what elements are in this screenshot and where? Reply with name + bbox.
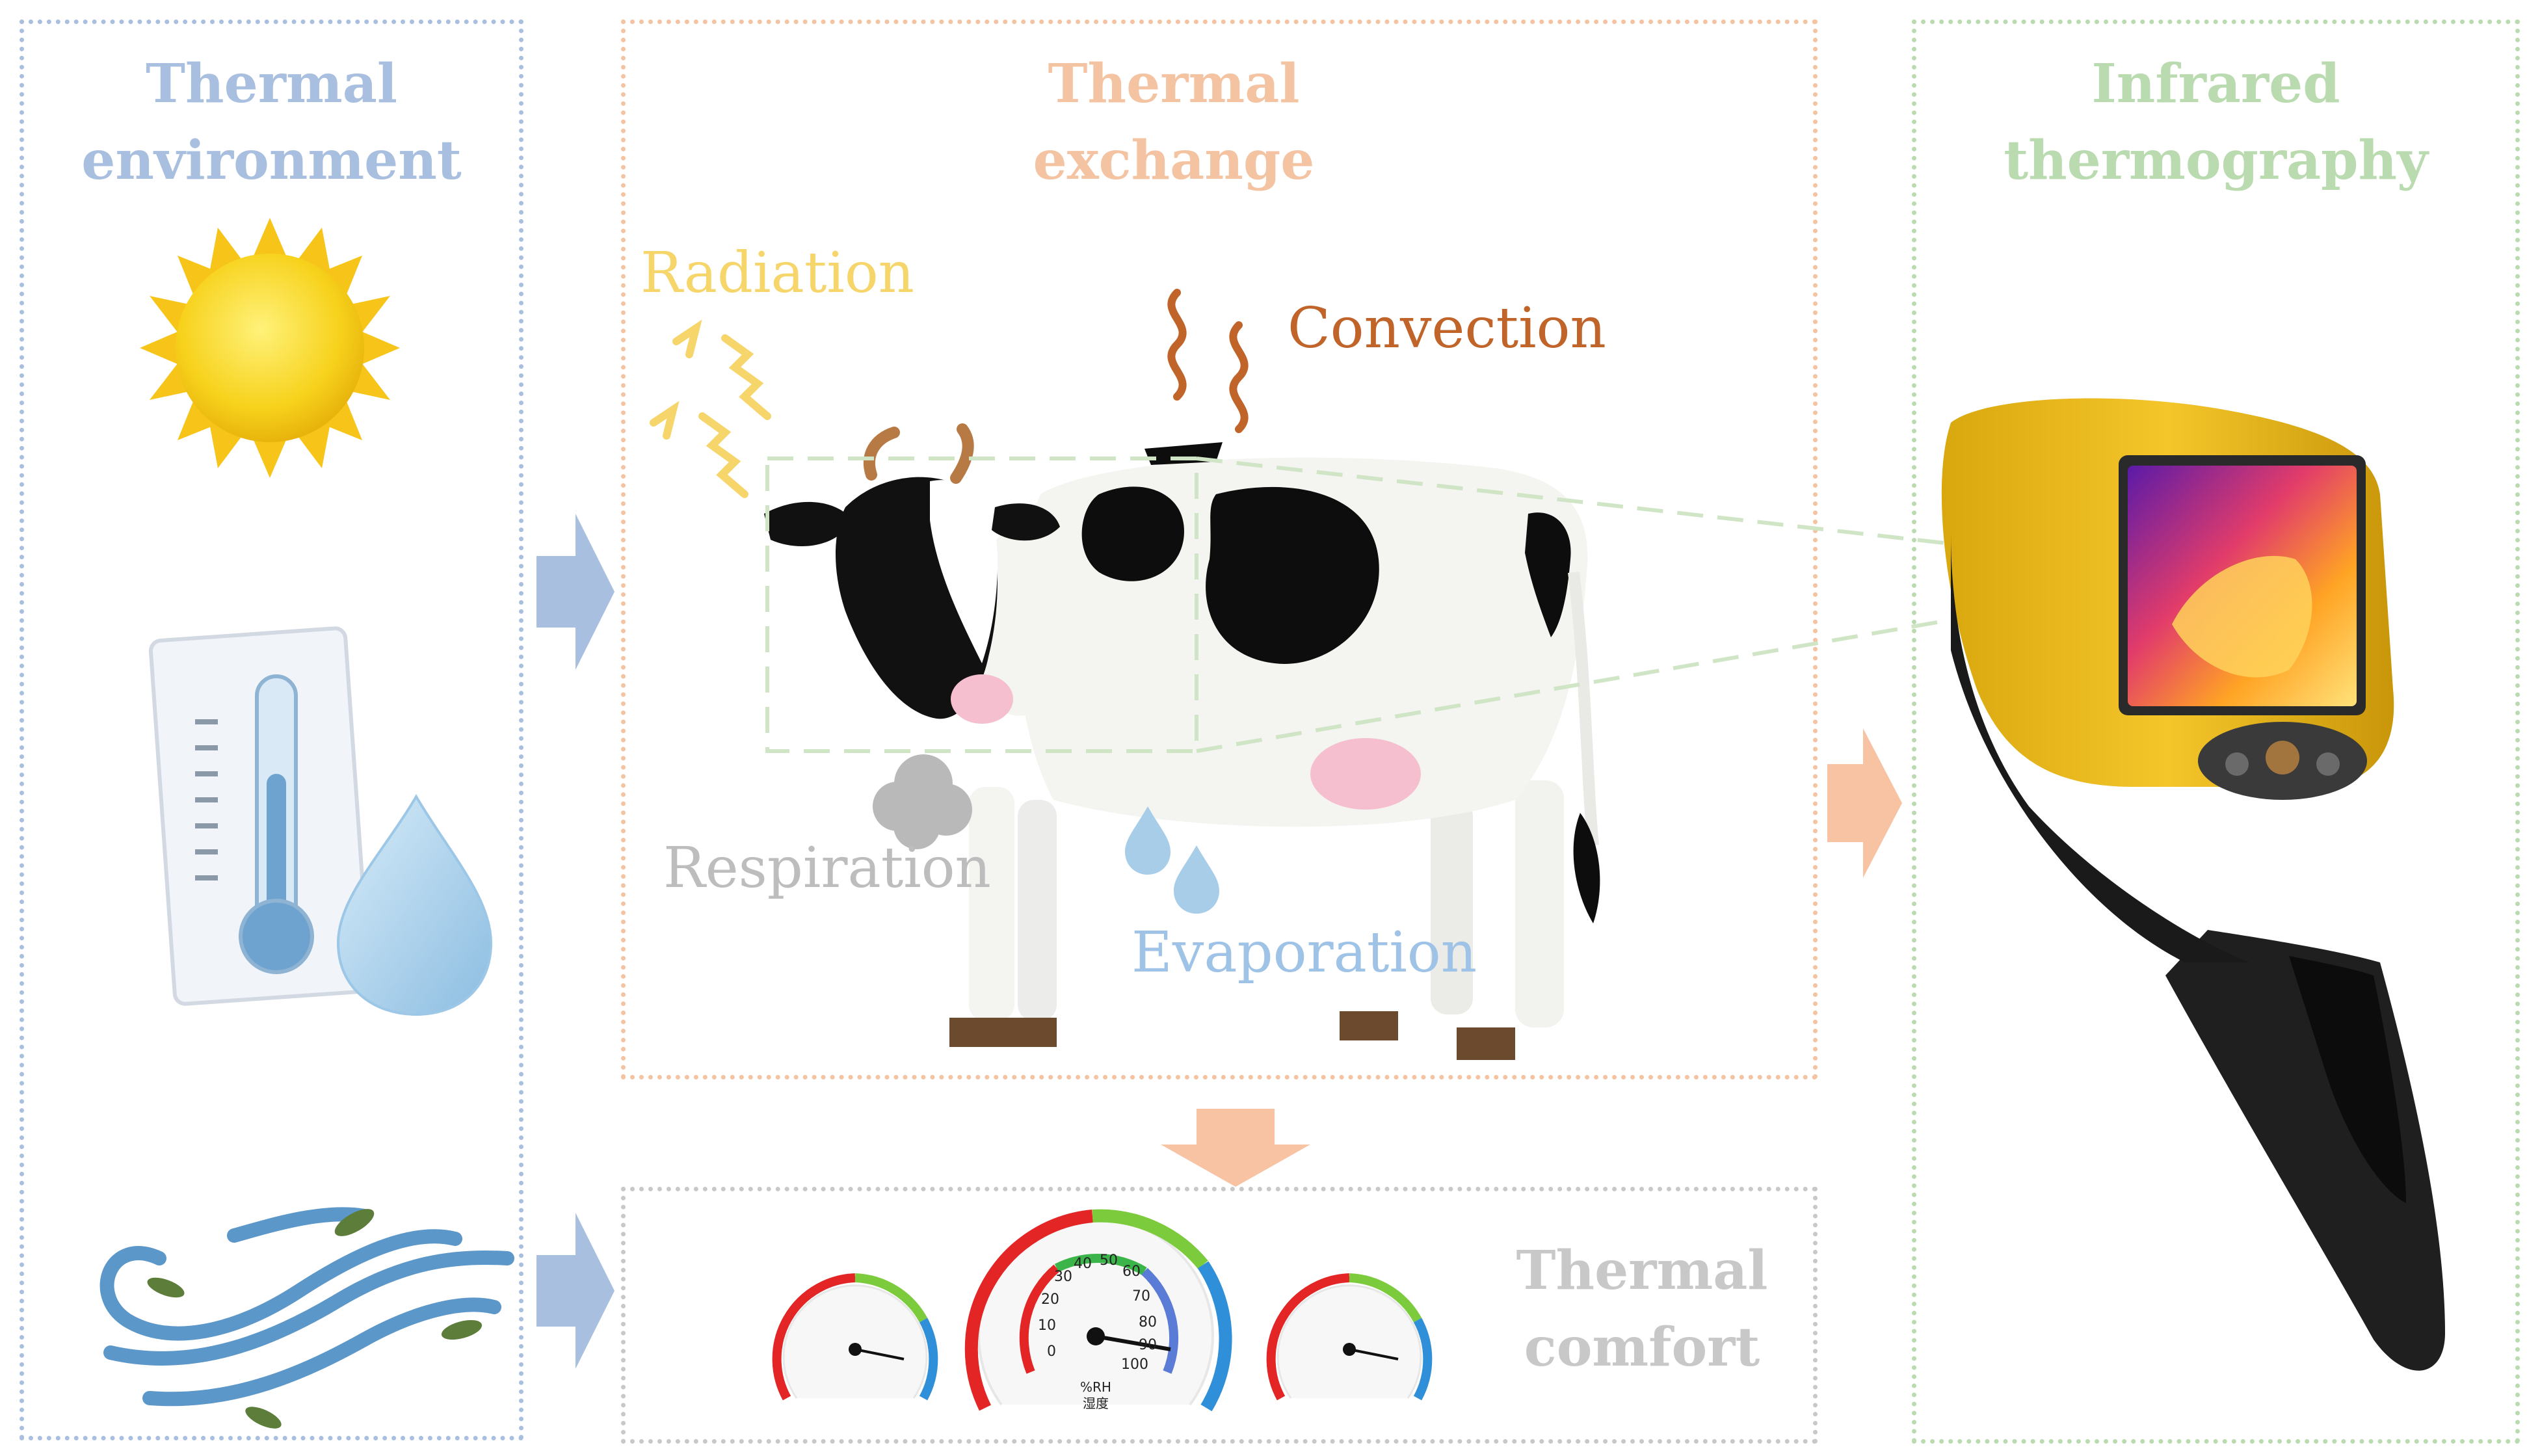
- environment-to-exchange-arrow: [536, 514, 615, 670]
- environment-title-line1: Thermal: [145, 53, 398, 115]
- thermography-title-line2: thermography: [2004, 129, 2428, 192]
- scale-label: 30: [1054, 1269, 1072, 1285]
- hygrometer-scale: 0 10 20 30 40 50 60 70 80 90 100 %RH 湿度: [1038, 1252, 1157, 1411]
- scale-label: 60: [1122, 1264, 1141, 1280]
- comfort-title-line2: comfort: [1524, 1316, 1760, 1379]
- environment-title-line2: environment: [81, 129, 462, 192]
- infrared-thermography-panel: [1912, 20, 2520, 1444]
- evaporation-label: Evaporation: [1131, 920, 1477, 985]
- thermal-comfort-panel: [621, 1187, 1818, 1444]
- convection-label: Convection: [1288, 296, 1606, 361]
- environment-title: Thermal environment: [20, 46, 523, 199]
- scale-label: 80: [1139, 1314, 1157, 1330]
- scale-label: 70: [1132, 1288, 1150, 1304]
- scale-label: 90: [1139, 1337, 1157, 1353]
- sun-icon: [140, 218, 400, 478]
- thermal-environment-panel: [20, 20, 523, 1440]
- exchange-title: Thermal exchange: [865, 46, 1483, 199]
- scale-label: 10: [1038, 1317, 1056, 1334]
- scale-unit: %RH: [1080, 1379, 1111, 1395]
- scale-label: 40: [1074, 1256, 1092, 1272]
- thermal-camera-icon: [1941, 398, 2445, 1371]
- comfort-title-line1: Thermal: [1516, 1239, 1768, 1302]
- hygrometer-right: [1266, 1273, 1433, 1401]
- wind-to-comfort-arrow: [536, 1213, 615, 1369]
- radiation-waves-icon: [650, 319, 771, 498]
- evaporation-drop-icon: [1174, 845, 1219, 914]
- wind-icon: [99, 1207, 514, 1407]
- thermography-title-line1: Infrared: [2091, 53, 2340, 115]
- exchange-title-line1: Thermal: [1048, 53, 1300, 115]
- scale-unit-cn: 湿度: [1083, 1396, 1109, 1411]
- leaf-icons: [147, 1209, 483, 1429]
- radiation-label: Radiation: [641, 241, 915, 306]
- exchange-title-line2: exchange: [1033, 129, 1315, 192]
- scale-label: 20: [1041, 1291, 1059, 1308]
- cow-illustration: [764, 423, 1600, 1060]
- hygrometer-icon: [772, 1209, 1433, 1412]
- scale-label: 0: [1047, 1343, 1056, 1360]
- thermometer-icon: [148, 626, 372, 1006]
- exchange-to-thermography-arrow: [1827, 728, 1902, 878]
- water-drop-icon: [336, 794, 493, 1016]
- convection-waves-icon: [1167, 289, 1249, 433]
- hygrometer-left: [772, 1273, 938, 1401]
- scale-label: 100: [1121, 1357, 1148, 1373]
- thermal-exchange-panel: [621, 20, 1818, 1079]
- hygrometer-large: [964, 1209, 1232, 1412]
- respiration-puff-icon: [873, 754, 972, 849]
- comfort-title: Thermal comfort: [1463, 1232, 1821, 1386]
- evaporation-drop-icon: [1125, 806, 1171, 875]
- scale-label: 50: [1100, 1252, 1118, 1269]
- respiration-label: Respiration: [663, 836, 991, 901]
- exchange-to-comfort-arrow: [1161, 1109, 1310, 1187]
- camera-view-lines: [765, 457, 1945, 753]
- thermography-title: Infrared thermography: [1912, 46, 2520, 199]
